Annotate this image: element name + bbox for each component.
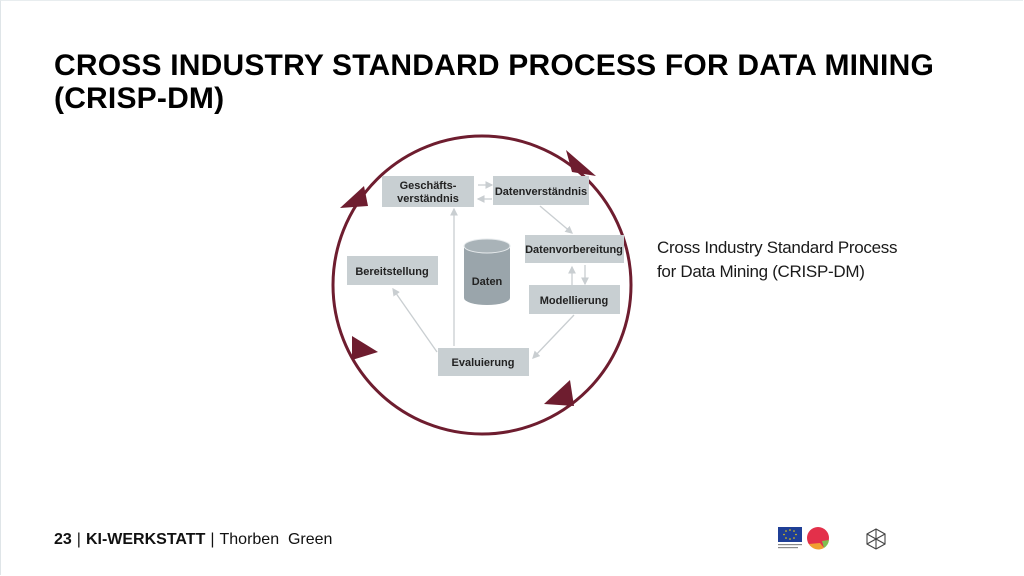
phase-box-evaluation <box>438 348 529 376</box>
author-name: Thorben Green <box>219 531 333 548</box>
logo-strip <box>778 527 886 550</box>
phase-label-data-understanding: Datenverständnis <box>495 186 587 198</box>
slide-title: CROSS INDUSTRY STANDARD PROCESS FOR DATA… <box>54 49 934 115</box>
caption-line-2: for Data Mining (CRISP-DM) <box>657 262 865 281</box>
page-number: 23 <box>54 531 72 548</box>
partner-logo <box>807 527 829 550</box>
phase-box-modeling <box>529 285 620 314</box>
database-label: Daten <box>472 276 503 288</box>
org-name: KI-WERKSTATT <box>85 531 206 548</box>
arrow-data-to-prep <box>539 205 573 234</box>
phase-box-business-understanding <box>382 176 474 207</box>
phase-box-data-preparation <box>525 235 624 263</box>
phase-box-deployment <box>347 256 438 285</box>
cycle-ring <box>331 134 633 436</box>
arrow-model-to-eval <box>532 314 575 359</box>
footer: 23|KI-WERKSTATT|Thorben Green <box>54 531 332 549</box>
cycle-arrowhead-bottom-left <box>352 336 378 360</box>
phase-label-business-2: verständnis <box>397 193 459 205</box>
phase-box-data-understanding <box>493 176 589 205</box>
database-icon <box>463 238 511 305</box>
phase-label-evaluation: Evaluierung <box>452 357 515 369</box>
diagram-caption: Cross Industry Standard Process for Data… <box>657 236 897 284</box>
eu-flag-logo <box>778 527 802 549</box>
phase-label-business-1: Geschäfts- <box>400 180 457 192</box>
cycle-arrowhead-bottom-right <box>544 380 574 406</box>
footer-separator: | <box>76 531 81 548</box>
phase-label-modeling: Modellierung <box>540 295 608 307</box>
cycle-arrowhead-top-left <box>340 186 368 208</box>
phase-label-deployment: Bereitstellung <box>355 266 428 278</box>
phase-label-data-preparation: Datenvorbereitung <box>525 244 623 256</box>
cube-logo <box>866 528 886 550</box>
cycle-arrowhead-top-right <box>566 150 596 176</box>
arrow-eval-to-deploy <box>392 287 438 353</box>
footer-separator: | <box>210 531 215 548</box>
caption-line-1: Cross Industry Standard Process <box>657 238 898 257</box>
